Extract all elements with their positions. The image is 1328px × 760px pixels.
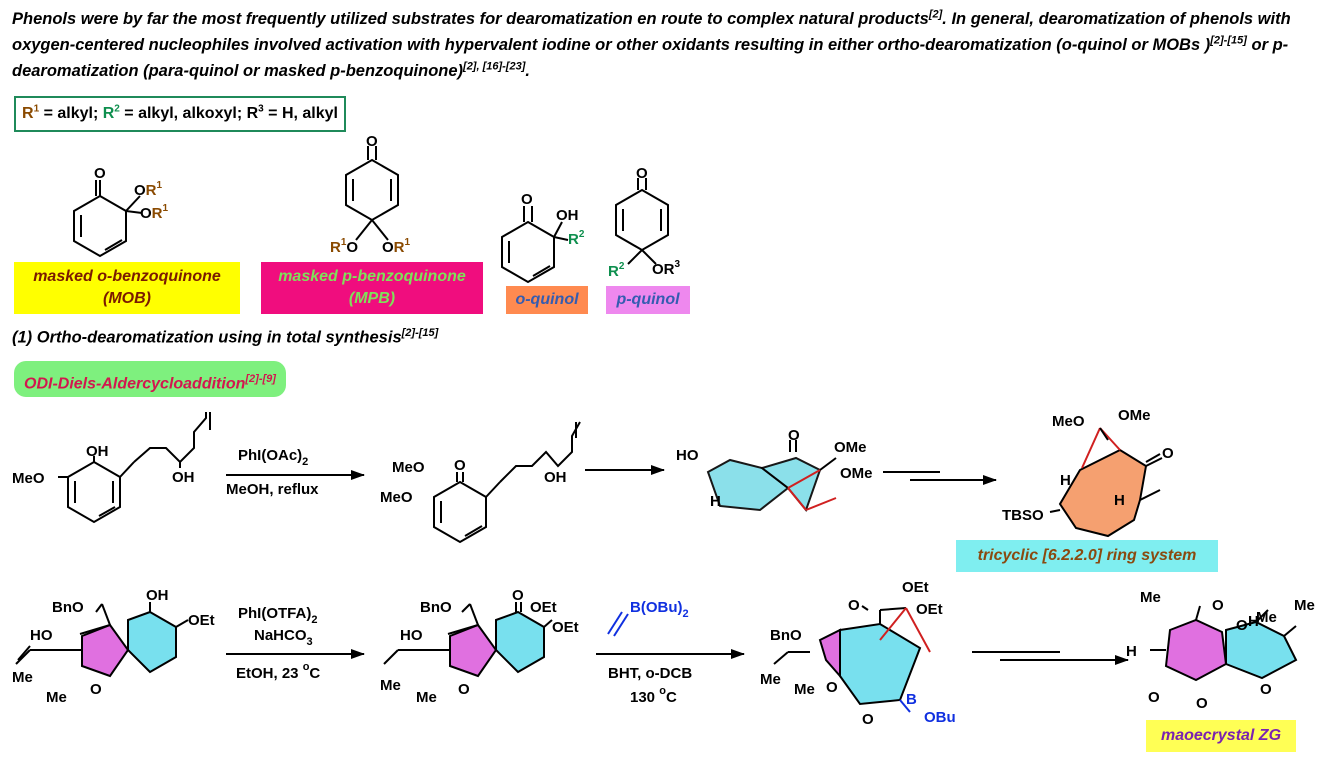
svg-text:Me: Me — [416, 689, 437, 706]
svg-text:Me: Me — [794, 681, 815, 698]
mpb-label: masked p-benzoquinone(MPB) — [261, 262, 483, 314]
section-heading: (1) Ortho-dearomatization using in total… — [12, 327, 439, 347]
svg-text:O: O — [458, 681, 470, 698]
svg-text:H: H — [1060, 472, 1071, 489]
svg-text:OR1: OR1 — [134, 180, 163, 199]
svg-text:MeO: MeO — [1052, 413, 1085, 430]
svg-text:130 oC: 130 oC — [630, 685, 677, 706]
svg-text:O: O — [90, 681, 102, 698]
mob-label: masked o-benzoquinone(MOB) — [14, 262, 240, 314]
svg-text:HO: HO — [676, 447, 699, 464]
svg-text:OEt: OEt — [530, 599, 557, 616]
svg-text:Me: Me — [1256, 609, 1277, 626]
svg-text:O: O — [454, 457, 466, 474]
svg-text:Me: Me — [380, 677, 401, 694]
svg-text:OR1: OR1 — [140, 203, 169, 222]
svg-text:OH: OH — [544, 469, 567, 486]
svg-text:O: O — [826, 679, 838, 696]
odi-badge: ODI-Diels-Aldercycloaddition[2]-[9] — [14, 361, 286, 397]
svg-text:H: H — [710, 493, 721, 510]
cycloadduct-2 — [773, 605, 931, 713]
svg-text:O: O — [1162, 445, 1174, 462]
svg-text:H: H — [1114, 492, 1125, 509]
svg-text:OR3: OR3 — [652, 259, 681, 278]
intro-paragraph: Phenols were by far the most frequently … — [12, 8, 1291, 80]
svg-text:OMe: OMe — [840, 465, 873, 482]
svg-text:OH: OH — [146, 587, 169, 604]
svg-text:O: O — [94, 165, 106, 182]
svg-text:O: O — [1196, 695, 1208, 712]
oquinol-structure — [501, 206, 569, 284]
tricyclic-label: tricyclic [6.2.2.0] ring system — [956, 540, 1218, 572]
svg-text:B(OBu)2: B(OBu)2 — [630, 599, 689, 620]
svg-text:HO: HO — [30, 627, 53, 644]
svg-text:OR1: OR1 — [382, 237, 411, 256]
svg-text:B: B — [906, 691, 917, 708]
maoecrystal-label: maoecrystal ZG — [1146, 720, 1296, 752]
svg-text:O: O — [366, 133, 378, 150]
svg-text:OH: OH — [172, 469, 195, 486]
pquinol-structure — [615, 178, 669, 265]
maoecrystal-zg — [1150, 605, 1298, 682]
svg-text:Me: Me — [1294, 597, 1315, 614]
svg-text:BnO: BnO — [770, 627, 802, 644]
svg-text:R1O: R1O — [330, 237, 358, 256]
svg-text:HO: HO — [400, 627, 423, 644]
svg-text:O: O — [1260, 681, 1272, 698]
svg-text:O: O — [521, 191, 533, 208]
svg-text:EtOH, 23 oC: EtOH, 23 oC — [236, 661, 320, 682]
phenol-substrate-1 — [58, 412, 211, 524]
svg-text:OEt: OEt — [902, 579, 929, 596]
svg-text:H: H — [1126, 643, 1137, 660]
svg-text:O: O — [1148, 689, 1160, 706]
svg-text:MeO: MeO — [392, 459, 425, 476]
svg-text:Me: Me — [46, 689, 67, 706]
svg-text:OMe: OMe — [1118, 407, 1151, 424]
svg-text:BHT, o-DCB: BHT, o-DCB — [608, 665, 692, 682]
svg-text:O: O — [1212, 597, 1224, 614]
svg-text:O: O — [636, 165, 648, 182]
svg-text:O: O — [848, 597, 860, 614]
svg-text:NaHCO3: NaHCO3 — [254, 627, 313, 648]
pquinol-label: p-quinol — [606, 286, 690, 314]
svg-text:O: O — [1236, 617, 1248, 634]
svg-text:TBSO: TBSO — [1002, 507, 1044, 524]
svg-text:OEt: OEt — [916, 601, 943, 618]
mob-intermediate-1 — [433, 421, 581, 544]
svg-text:O: O — [512, 587, 524, 604]
tricyclic-product — [1049, 427, 1163, 538]
svg-text:BnO: BnO — [420, 599, 452, 616]
svg-text:MeO: MeO — [12, 470, 45, 487]
svg-text:OH: OH — [556, 207, 579, 224]
svg-text:H: H — [1248, 613, 1259, 630]
svg-text:Me: Me — [760, 671, 781, 688]
svg-text:R2: R2 — [608, 261, 625, 280]
svg-text:PhI(OAc)2: PhI(OAc)2 — [238, 447, 308, 468]
svg-text:Me: Me — [12, 669, 33, 686]
svg-text:OBu: OBu — [924, 709, 956, 726]
svg-text:OEt: OEt — [188, 612, 215, 629]
svg-text:O: O — [862, 711, 874, 728]
svg-text:OMe: OMe — [834, 439, 867, 456]
atom-labels: O OR1 OR1 O R1O OR1 O OH R2 O R2 OR3 OH … — [12, 133, 1315, 728]
svg-text:O: O — [788, 427, 800, 444]
r-group-definition-box: R1 = alkyl; R2 = alkyl, alkoxyl; R3 = H,… — [14, 96, 346, 132]
svg-text:BnO: BnO — [52, 599, 84, 616]
svg-text:OEt: OEt — [552, 619, 579, 636]
mob-structure — [73, 180, 143, 258]
svg-text:OH: OH — [86, 443, 109, 460]
svg-text:PhI(OTFA)2: PhI(OTFA)2 — [238, 605, 317, 626]
oquinol-label: o-quinol — [506, 286, 588, 314]
svg-text:R2: R2 — [568, 229, 585, 248]
svg-text:Me: Me — [1140, 589, 1161, 606]
svg-text:MeO: MeO — [380, 489, 413, 506]
mob-intermediate-2 — [383, 602, 553, 678]
svg-text:MeOH, reflux: MeOH, reflux — [226, 481, 319, 498]
phenol-substrate-2 — [15, 602, 189, 678]
cycloadduct-1 — [706, 440, 837, 513]
mpb-structure — [345, 146, 399, 241]
